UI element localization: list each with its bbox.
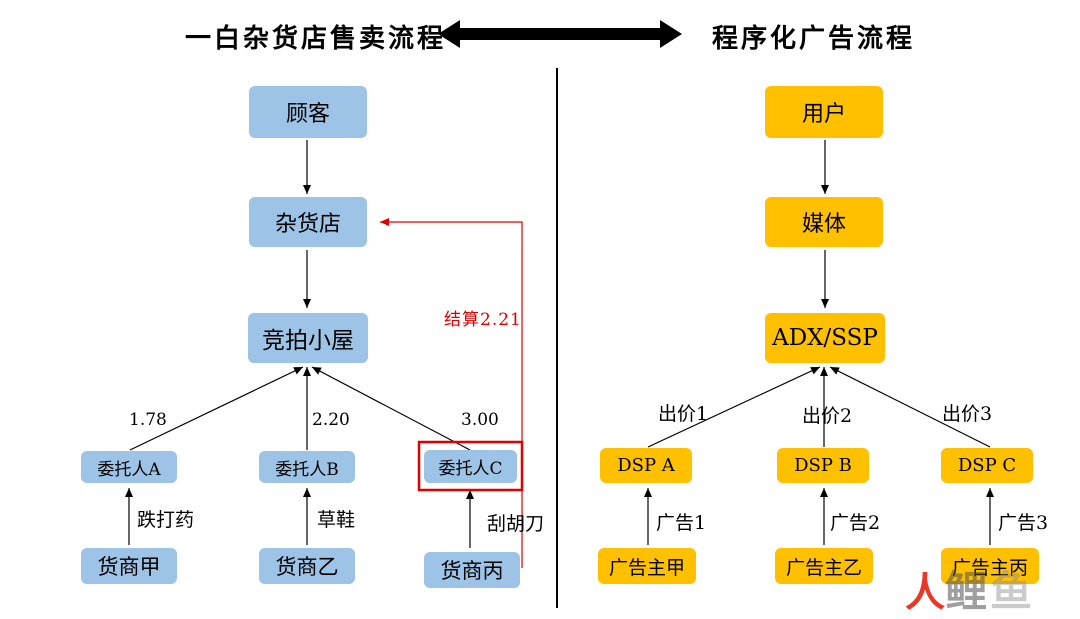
- right-title: 程序化广告流程: [712, 24, 916, 54]
- bid-1: 出价1: [658, 403, 709, 425]
- agent-c-highlight: [417, 440, 524, 492]
- dsp-c-node: DSP C: [941, 448, 1033, 483]
- arrow-agent-a: [129, 366, 304, 451]
- advertiser-2-node: 广告主乙: [775, 548, 873, 584]
- watermark-logo-part3: 鱼: [990, 567, 1033, 616]
- price-b: 2.20: [312, 410, 350, 430]
- price-c: 3.00: [461, 410, 499, 430]
- goods-2: 草鞋: [317, 509, 356, 531]
- merchant-1-node: 货商甲: [81, 548, 177, 584]
- dsp-b-node: DSP B: [777, 448, 869, 483]
- arrow-agent-c: [311, 366, 471, 451]
- merchant-3-node: 货商丙: [424, 552, 520, 588]
- price-a: 1.78: [129, 410, 167, 430]
- left-title: 一白杂货店售卖流程: [185, 24, 447, 54]
- title-double-arrow: [438, 20, 682, 48]
- auction-node: 竞拍小屋: [248, 313, 368, 363]
- merchant-2-node: 货商乙: [259, 548, 355, 584]
- advertiser-3-node: 广告主丙: [941, 548, 1039, 584]
- bid-2: 出价2: [802, 405, 853, 427]
- arrow-dsp-a: [647, 366, 821, 448]
- agent-c-node: 委托人C: [424, 450, 517, 483]
- dsp-a-node: DSP A: [600, 448, 692, 483]
- goods-1: 跌打药: [137, 509, 195, 531]
- agent-a-node: 委托人A: [81, 451, 177, 483]
- watermark-logo-part1: 人: [905, 569, 945, 616]
- watermark-logo-part2: 鲤: [945, 567, 988, 616]
- store-node: 杂货店: [249, 197, 367, 247]
- user-node: 用户: [765, 86, 883, 138]
- ad-3: 广告3: [998, 512, 1049, 534]
- ad-2: 广告2: [830, 512, 881, 534]
- goods-3: 刮胡刀: [487, 513, 545, 535]
- agent-b-node: 委托人B: [259, 451, 355, 483]
- settlement-label: 结算2.21: [444, 310, 522, 330]
- advertiser-1-node: 广告主甲: [598, 548, 696, 584]
- media-node: 媒体: [765, 197, 883, 247]
- customer-node: 顾客: [249, 86, 367, 138]
- ad-1: 广告1: [656, 512, 707, 534]
- arrow-dsp-c: [829, 366, 991, 448]
- exchange-node: ADX/SSP: [765, 313, 885, 363]
- bid-3: 出价3: [942, 403, 993, 425]
